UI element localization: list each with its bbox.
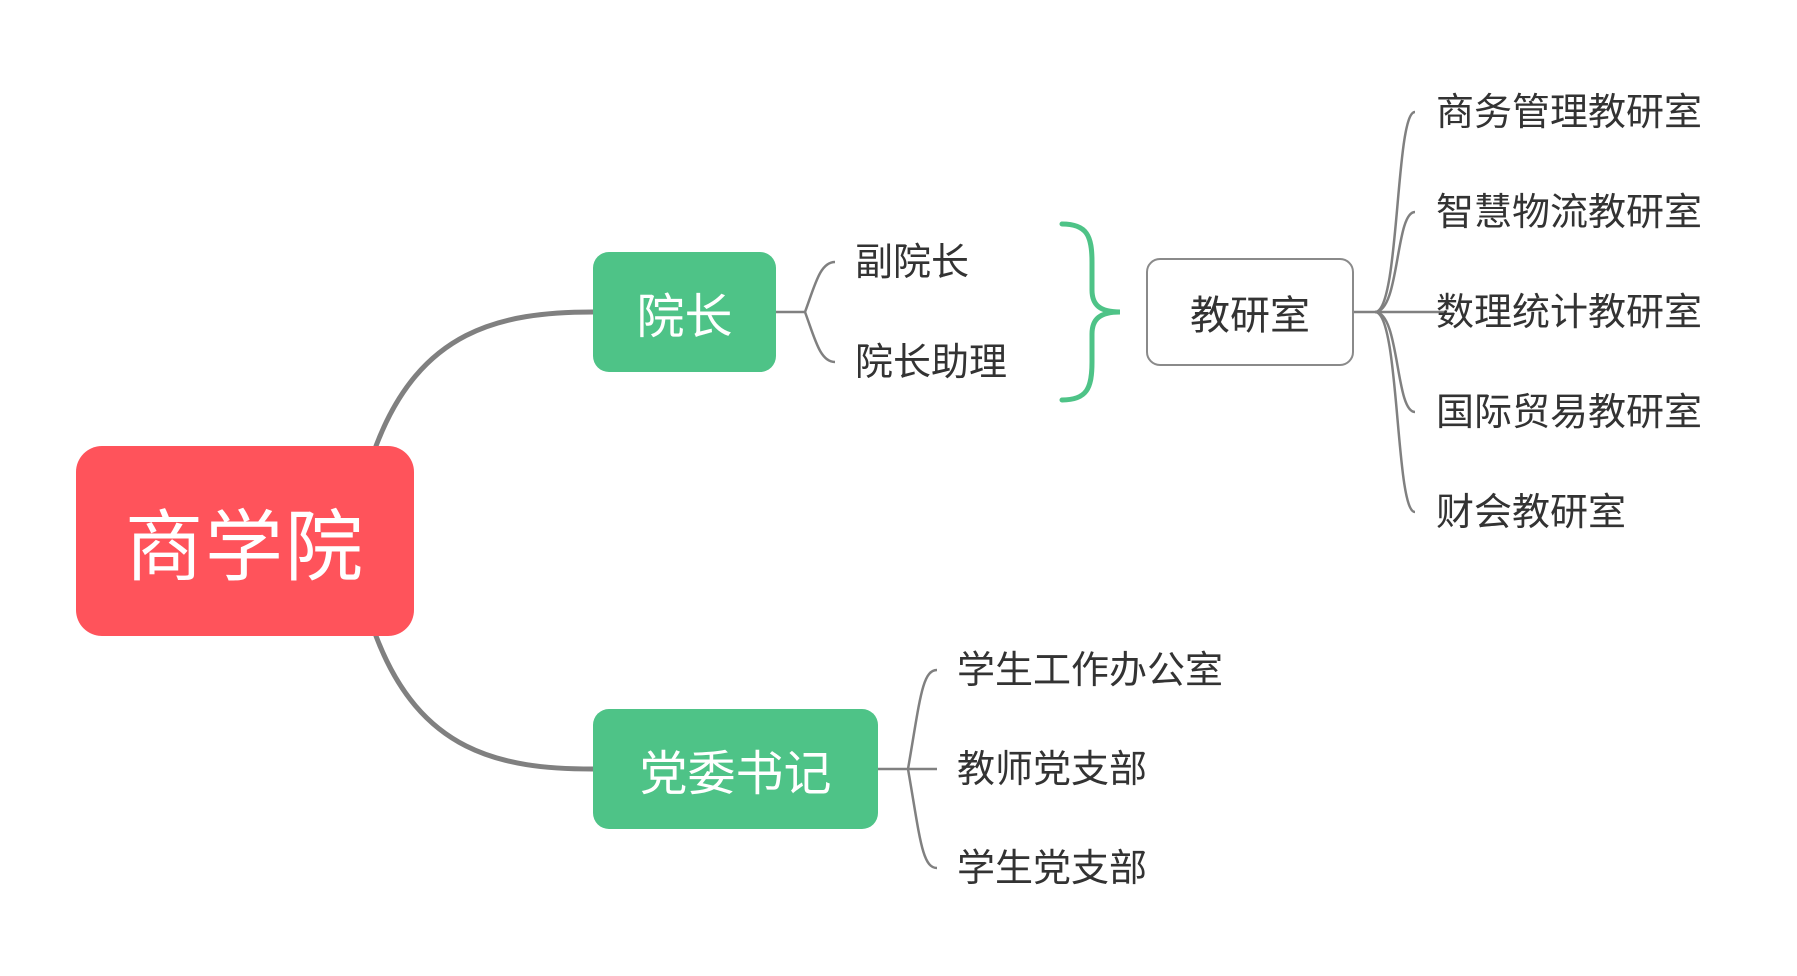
connector-office-child-5 <box>1374 310 1416 514</box>
student-party-branch-node[interactable]: 学生党支部 <box>957 846 1148 890</box>
office-statistics-node[interactable]: 数理统计教研室 <box>1436 290 1703 334</box>
connector-office-child-1 <box>1374 110 1416 314</box>
office-international-trade-node[interactable]: 国际贸易教研室 <box>1436 390 1703 434</box>
teacher-party-branch-node[interactable]: 教师党支部 <box>957 747 1148 791</box>
dean-assistant-node[interactable]: 院长助理 <box>855 340 1008 384</box>
teaching-office-node[interactable]: 教研室 <box>1146 258 1354 366</box>
connector-party-child-1 <box>906 668 938 770</box>
connector-party-child-3 <box>906 768 938 870</box>
office-smart-logistics-node[interactable]: 智慧物流教研室 <box>1436 190 1703 234</box>
connector-dean-child-1 <box>803 260 836 313</box>
brace <box>1059 221 1121 403</box>
connector-office-child-2 <box>1374 210 1416 314</box>
party-secretary-node[interactable]: 党委书记 <box>593 709 878 829</box>
dean-node[interactable]: 院长 <box>593 252 776 372</box>
root-node[interactable]: 商学院 <box>76 446 414 636</box>
connector-root-dean <box>373 309 596 449</box>
office-accounting-node[interactable]: 财会教研室 <box>1436 490 1627 534</box>
connector-office-child-4 <box>1374 310 1416 414</box>
student-affairs-office-node[interactable]: 学生工作办公室 <box>957 648 1224 692</box>
connector-root-party <box>373 633 596 772</box>
vice-dean-node[interactable]: 副院长 <box>855 240 970 284</box>
connector-dean-child-2 <box>803 311 836 364</box>
office-business-management-node[interactable]: 商务管理教研室 <box>1436 90 1703 134</box>
